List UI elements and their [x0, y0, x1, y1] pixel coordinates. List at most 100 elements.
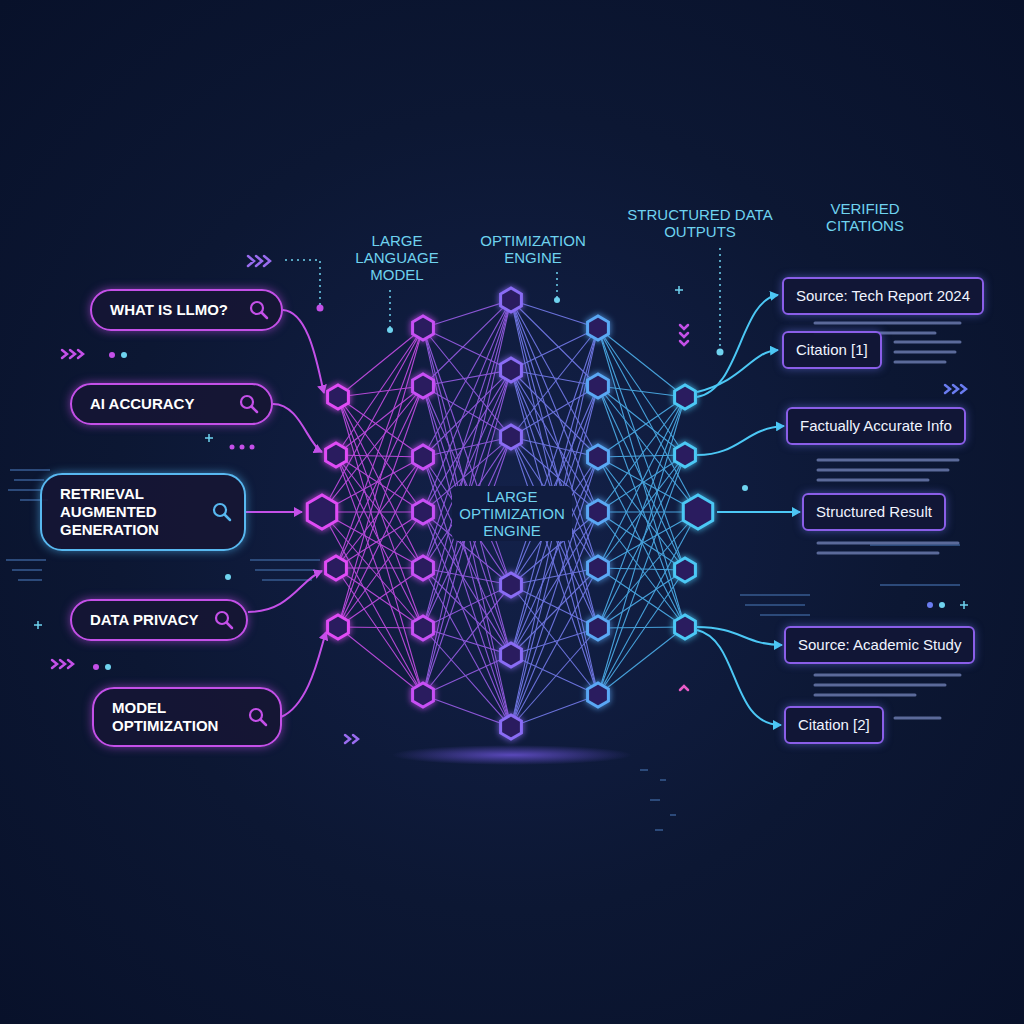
network-link	[598, 328, 685, 627]
network-link	[338, 627, 423, 695]
network-link	[511, 437, 598, 457]
node-text: Structured Result	[816, 503, 932, 521]
network-link	[511, 386, 598, 727]
network-link	[511, 328, 598, 437]
hex-neuron	[501, 573, 522, 597]
hex-neuron	[588, 374, 609, 398]
network-link	[511, 568, 598, 727]
hex-neuron	[413, 374, 434, 398]
node-text: Source: Tech Report 2024	[796, 287, 970, 305]
glow-floor	[392, 745, 632, 765]
network-link	[423, 568, 511, 655]
handle	[225, 515, 231, 521]
network-link	[598, 570, 685, 695]
hex-neuron	[675, 558, 696, 582]
node-text: RETRIEVAL AUGMENTED GENERATION	[60, 485, 204, 539]
network-link	[423, 370, 511, 457]
network-link	[423, 386, 511, 437]
output-arrow	[717, 511, 800, 513]
network-link	[423, 628, 511, 655]
network-link	[338, 512, 423, 627]
hex-neuron	[413, 616, 434, 640]
hex-neuron	[413, 500, 434, 524]
node-text: WHAT IS LLMO?	[110, 301, 241, 319]
network-link	[511, 386, 598, 437]
hex-neuron	[501, 358, 522, 382]
hex-neuron	[501, 643, 522, 667]
network-link	[336, 455, 423, 695]
network-link	[598, 627, 685, 628]
node-text: DATA PRIVACY	[90, 611, 206, 629]
node-text: AI ACCURACY	[90, 395, 231, 413]
network-link	[511, 328, 598, 370]
node-text: Citation [1]	[796, 341, 868, 359]
network-link	[511, 568, 598, 655]
network-link	[598, 570, 685, 628]
network-link	[511, 328, 598, 585]
section-label: LARGE OPTIMIZATION ENGINE	[452, 486, 572, 541]
hex-neuron	[307, 495, 336, 529]
node-text: MODEL OPTIMIZATION	[112, 699, 240, 735]
handle	[252, 407, 258, 413]
network-link	[511, 300, 598, 512]
network-links	[322, 300, 698, 727]
network-link	[511, 585, 598, 695]
network-link	[598, 328, 685, 455]
network-link	[336, 328, 423, 568]
network-link	[338, 568, 423, 627]
network-link	[598, 386, 685, 397]
network-link	[336, 568, 423, 628]
network-link	[336, 386, 423, 568]
network-link	[511, 300, 598, 628]
network-link	[511, 628, 598, 727]
hex-neuron	[675, 385, 696, 409]
network-link	[511, 512, 598, 727]
hex-neuron	[328, 615, 349, 639]
section-label: VERIFIED CITATIONS	[810, 200, 920, 234]
network-link	[423, 300, 511, 512]
network-link	[598, 397, 685, 457]
network-link	[598, 386, 685, 455]
handle	[261, 720, 267, 726]
network-link	[423, 386, 511, 727]
search-pill: MODEL OPTIMIZATION	[92, 687, 282, 747]
hex-neuron	[328, 385, 349, 409]
network-link	[336, 455, 423, 457]
hex-neuron	[588, 683, 609, 707]
network-link	[598, 397, 685, 628]
hex-neuron	[413, 683, 434, 707]
network-link	[423, 585, 511, 628]
network-link	[322, 512, 423, 695]
search-pill: DATA PRIVACY	[70, 599, 248, 641]
network-link	[598, 512, 698, 695]
search-icon	[248, 707, 268, 727]
output-arrow	[697, 350, 778, 392]
output-arrow	[697, 630, 781, 725]
hex-neuron	[501, 715, 522, 739]
network-link	[423, 585, 511, 695]
handle	[262, 313, 268, 319]
node-text: Citation [2]	[798, 716, 870, 734]
output-box: Source: Tech Report 2024	[782, 277, 984, 315]
hex-neuron	[501, 425, 522, 449]
network-link	[511, 695, 598, 727]
network-link	[598, 455, 685, 695]
network-link	[511, 300, 598, 386]
output-box: Citation [1]	[782, 331, 882, 369]
network-link	[336, 512, 423, 568]
network-link	[338, 386, 423, 627]
section-label: STRUCTURED DATA OUTPUTS	[615, 206, 785, 240]
network-link	[336, 457, 423, 568]
network-link	[423, 300, 511, 628]
hex-neuron	[588, 316, 609, 340]
output-arrow	[697, 295, 778, 397]
hex-neuron	[588, 556, 609, 580]
output-box: Citation [2]	[784, 706, 884, 744]
output-box: Factually Accurate Info	[786, 407, 966, 445]
node-text: Source: Academic Study	[798, 636, 961, 654]
network-link	[322, 328, 423, 512]
hex-neuron	[326, 443, 347, 467]
network-link	[423, 437, 511, 695]
search-icon	[249, 300, 269, 320]
hex-neuron	[588, 616, 609, 640]
